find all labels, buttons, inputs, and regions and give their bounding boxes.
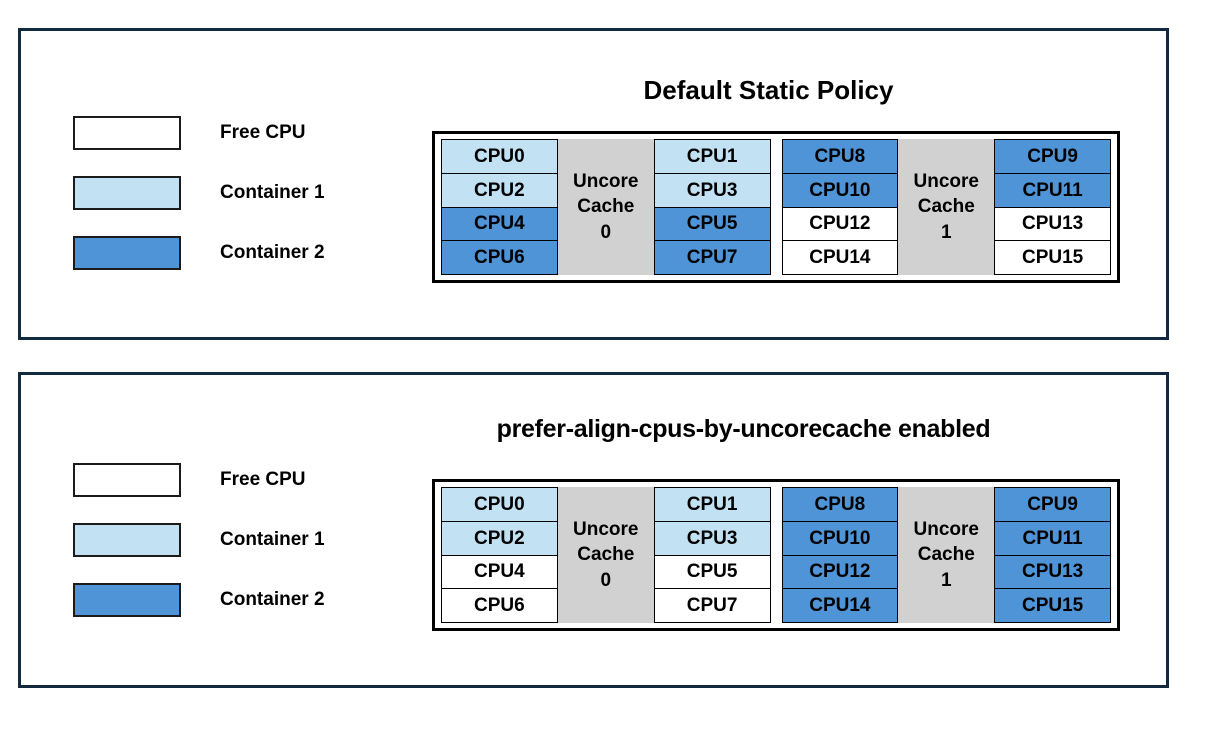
legend: Free CPU Container 1 Container 2 — [73, 103, 325, 283]
cpu-column-left: CPU0 CPU2 CPU4 CPU6 — [441, 487, 558, 623]
uncore-cache-index: 0 — [600, 221, 612, 243]
cpu-cell: CPU3 — [653, 521, 771, 556]
legend-label-free-cpu: Free CPU — [220, 122, 306, 143]
cpu-cell: CPU2 — [441, 521, 558, 556]
legend-label-container-2: Container 2 — [220, 589, 325, 610]
cpu-cell: CPU5 — [653, 207, 771, 242]
uncore-cache-box: Uncore Cache 1 — [898, 487, 995, 623]
uncore-cache-box: Uncore Cache 0 — [557, 139, 654, 275]
panel-prefer-align-cpus-by-uncorecache: prefer-align-cpus-by-uncorecache enabled… — [18, 372, 1169, 688]
cpu-cell: CPU11 — [994, 521, 1111, 556]
legend-swatch-container-1 — [73, 523, 181, 557]
uncore-cache-subtitle: Cache — [577, 544, 635, 566]
cpu-column-right: CPU1 CPU3 CPU5 CPU7 — [653, 139, 771, 275]
cpu-cell: CPU7 — [653, 241, 771, 275]
cpu-cell: CPU1 — [653, 139, 771, 174]
legend-item-free-cpu: Free CPU — [73, 103, 325, 163]
uncore-cache-box: Uncore Cache 0 — [557, 487, 654, 623]
legend-swatch-container-1 — [73, 176, 181, 210]
cpu-cell: CPU0 — [441, 139, 558, 174]
legend-swatch-free-cpu — [73, 116, 181, 150]
cpu-topology-diagram: CPU0 CPU2 CPU4 CPU6 Uncore Cache 0 CPU1 … — [432, 479, 1120, 631]
uncore-cache-group-0: CPU0 CPU2 CPU4 CPU6 Uncore Cache 0 CPU1 … — [441, 487, 771, 623]
uncore-cache-subtitle: Cache — [917, 196, 975, 218]
legend-label-container-1: Container 1 — [220, 182, 325, 203]
legend-item-container-1: Container 1 — [73, 510, 325, 570]
legend-swatch-container-2 — [73, 583, 181, 617]
cpu-cell: CPU13 — [994, 555, 1111, 590]
cpu-column-left: CPU8 CPU10 CPU12 CPU14 — [781, 487, 899, 623]
uncore-cache-index: 0 — [600, 569, 612, 591]
panel-default-static-policy: Default Static Policy Free CPU Container… — [18, 28, 1169, 340]
cpu-cell: CPU6 — [441, 589, 558, 623]
uncore-cache-group-0: CPU0 CPU2 CPU4 CPU6 Uncore Cache 0 CPU1 … — [441, 139, 771, 275]
cpu-cell: CPU14 — [781, 241, 899, 275]
cpu-cell: CPU12 — [781, 555, 899, 590]
legend-item-container-2: Container 2 — [73, 570, 325, 630]
cpu-column-right: CPU9 CPU11 CPU13 CPU15 — [994, 487, 1111, 623]
uncore-cache-subtitle: Cache — [917, 544, 975, 566]
cpu-cell: CPU9 — [994, 139, 1111, 174]
cpu-cell: CPU11 — [994, 173, 1111, 208]
cpu-cell: CPU0 — [441, 487, 558, 522]
cpu-column-right: CPU9 CPU11 CPU13 CPU15 — [994, 139, 1111, 275]
page-title: prefer-align-cpus-by-uncorecache enabled — [496, 415, 991, 443]
cpu-column-right: CPU1 CPU3 CPU5 CPU7 — [653, 487, 771, 623]
cpu-cell: CPU2 — [441, 173, 558, 208]
uncore-cache-title: Uncore — [573, 171, 639, 193]
legend-swatch-free-cpu — [73, 463, 181, 497]
uncore-cache-box: Uncore Cache 1 — [898, 139, 995, 275]
legend: Free CPU Container 1 Container 2 — [73, 450, 325, 630]
uncore-cache-index: 1 — [940, 569, 952, 591]
legend-label-free-cpu: Free CPU — [220, 469, 306, 490]
cpu-cell: CPU1 — [653, 487, 771, 522]
uncore-cache-title: Uncore — [913, 171, 979, 193]
cpu-cell: CPU15 — [994, 241, 1111, 275]
cpu-column-left: CPU0 CPU2 CPU4 CPU6 — [441, 139, 558, 275]
page-title: Default Static Policy — [643, 75, 894, 105]
uncore-cache-title: Uncore — [573, 519, 639, 541]
cpu-cell: CPU3 — [653, 173, 771, 208]
cpu-cell: CPU6 — [441, 241, 558, 275]
cpu-cell: CPU4 — [441, 207, 558, 242]
cpu-cell: CPU5 — [653, 555, 771, 590]
legend-item-container-2: Container 2 — [73, 223, 325, 283]
uncore-cache-index: 1 — [940, 221, 952, 243]
cpu-cell: CPU7 — [653, 589, 771, 623]
cpu-cell: CPU14 — [781, 589, 899, 623]
cpu-cell: CPU8 — [781, 487, 899, 522]
legend-swatch-container-2 — [73, 236, 181, 270]
cpu-topology-diagram: CPU0 CPU2 CPU4 CPU6 Uncore Cache 0 CPU1 … — [432, 131, 1120, 283]
cpu-cell: CPU10 — [781, 173, 899, 208]
uncore-cache-group-1: CPU8 CPU10 CPU12 CPU14 Uncore Cache 1 CP… — [781, 139, 1111, 275]
uncore-cache-subtitle: Cache — [577, 196, 635, 218]
cpu-cell: CPU13 — [994, 207, 1111, 242]
cpu-cell: CPU15 — [994, 589, 1111, 623]
legend-item-free-cpu: Free CPU — [73, 450, 325, 510]
uncore-cache-title: Uncore — [913, 519, 979, 541]
legend-label-container-1: Container 1 — [220, 529, 325, 550]
cpu-cell: CPU12 — [781, 207, 899, 242]
cpu-cell: CPU9 — [994, 487, 1111, 522]
uncore-cache-group-1: CPU8 CPU10 CPU12 CPU14 Uncore Cache 1 CP… — [781, 487, 1111, 623]
cpu-cell: CPU10 — [781, 521, 899, 556]
legend-item-container-1: Container 1 — [73, 163, 325, 223]
cpu-cell: CPU4 — [441, 555, 558, 590]
cpu-column-left: CPU8 CPU10 CPU12 CPU14 — [781, 139, 899, 275]
legend-label-container-2: Container 2 — [220, 242, 325, 263]
cpu-cell: CPU8 — [781, 139, 899, 174]
